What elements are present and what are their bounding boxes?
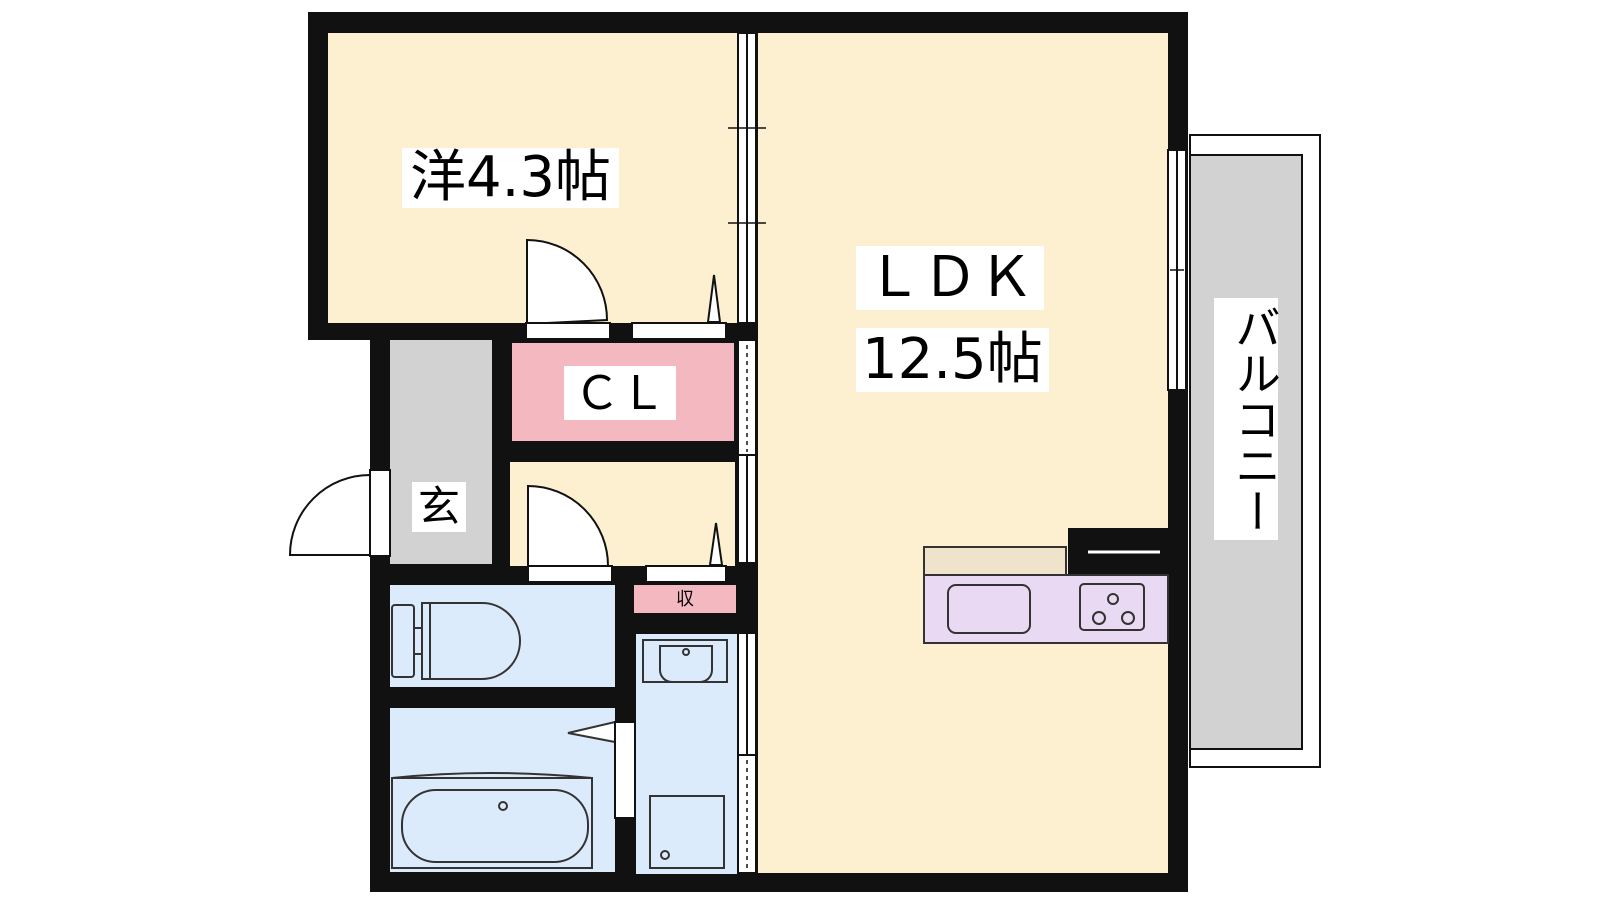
washbasin-icon (642, 639, 728, 683)
ldk-size-label: 12.5帖 (856, 328, 1049, 392)
western-room-door (526, 238, 609, 326)
entrance-label: 玄 (412, 482, 467, 532)
entrance-door (288, 473, 371, 556)
closet-label: ＣＬ (564, 366, 676, 420)
sink-icon (947, 584, 1031, 634)
washroom-floor (636, 634, 738, 874)
sliding-partition (728, 32, 766, 874)
western-room-label: 洋4.3帖 (402, 148, 620, 208)
balcony-label: バルコニー (1214, 298, 1282, 540)
balcony-window (1167, 149, 1187, 391)
stove-icon (1079, 583, 1145, 631)
ldk-label: ＬＤＫ (856, 246, 1044, 310)
storage-label: 収 (676, 589, 694, 610)
kitchen (923, 528, 1169, 644)
storage-floor (634, 585, 736, 613)
closet-door (631, 322, 727, 340)
ldk-floor (758, 33, 1168, 873)
storage-door (645, 565, 727, 583)
washing-machine-icon (649, 795, 725, 869)
toilet-floor (390, 585, 615, 687)
bathtub-icon (391, 720, 636, 869)
hallway-door (527, 484, 610, 567)
toilet-icon (391, 602, 521, 680)
